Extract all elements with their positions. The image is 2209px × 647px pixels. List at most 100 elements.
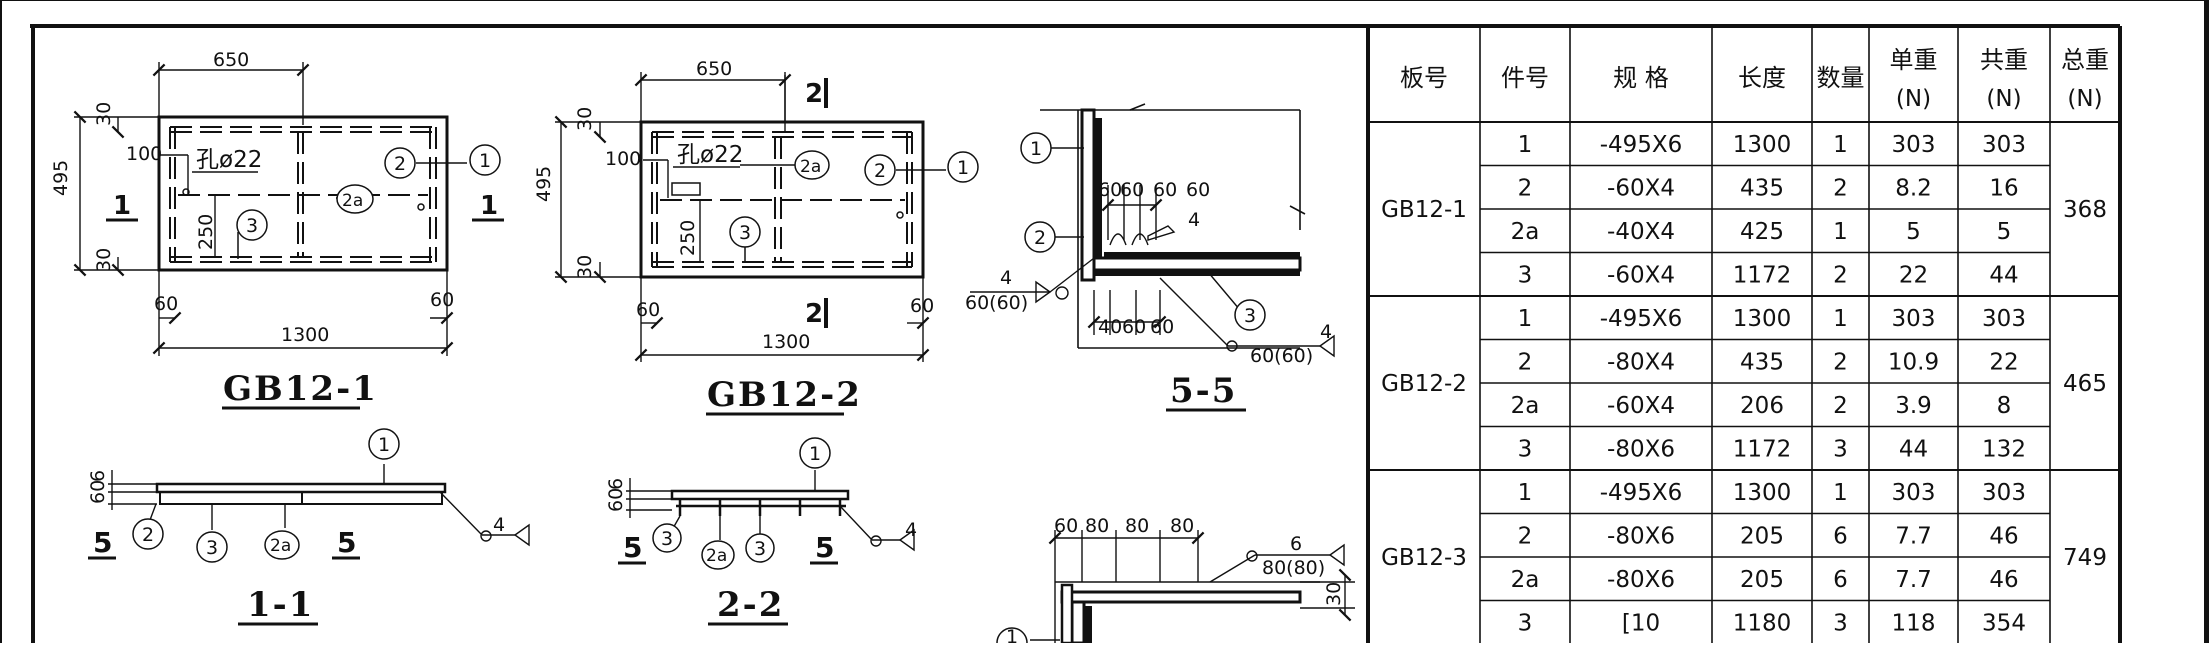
plan-gb12-2: 650 495 30 30 100 250 60 60 1300 孔ø22 2 … [533, 58, 979, 416]
table-header-unit: (N) [1896, 86, 1931, 112]
table-cell: 1 [1833, 132, 1848, 158]
table-cell: 22 [1899, 262, 1928, 288]
section-cut-bottom: 2 [805, 299, 823, 329]
callout-2: 2 [874, 160, 886, 182]
dim-60-f: 60 [1150, 316, 1174, 338]
view-title-5-5: 5-5 [1170, 371, 1237, 411]
table-cell: 425 [1740, 219, 1784, 245]
table-header: 长度 [1738, 64, 1786, 92]
callout-2a: 2a [800, 157, 821, 177]
table-total-weight: 368 [2063, 197, 2107, 223]
section-mark-left: 5 [623, 531, 642, 564]
table-cell: 6 [1833, 567, 1848, 593]
table-cell: 1 [1518, 306, 1533, 332]
table-cell: 3 [1833, 610, 1848, 636]
dim-495: 495 [50, 160, 72, 196]
table-cell: 2 [1833, 393, 1848, 419]
table-cell: [10 [1622, 610, 1660, 636]
table-cell: 1 [1833, 219, 1848, 245]
table-cell: -60X4 [1607, 393, 1675, 419]
table-cell: 1 [1833, 480, 1848, 506]
view-title-1-1: 1-1 [247, 585, 314, 625]
table-header: 规 格 [1613, 64, 1669, 92]
weld-size-top: 4 [1188, 209, 1200, 231]
dim-100: 100 [605, 148, 641, 170]
table-cell: 303 [1892, 132, 1936, 158]
table-cell: -495X6 [1600, 480, 1683, 506]
table-cell: 132 [1982, 436, 2026, 462]
dim-60-right: 60 [910, 295, 934, 317]
table-cell: 303 [1892, 306, 1936, 332]
section-mark-left: 1 [113, 191, 131, 221]
table-cell: 5 [1997, 219, 2012, 245]
table-cell: 5 [1906, 219, 1921, 245]
section-mark-right: 1 [480, 191, 498, 221]
table-cell: 3.9 [1895, 393, 1932, 419]
dim-650: 650 [213, 49, 249, 71]
table-cell: 2 [1518, 523, 1533, 549]
table-cell: 1172 [1733, 262, 1792, 288]
dim-60-right: 60 [430, 289, 454, 311]
detail-bottom: 1 60 80 80 80 30 6 80(80) [996, 515, 1355, 647]
dim-60: 60 [605, 488, 627, 512]
callout-3: 3 [739, 222, 751, 244]
table-total-weight: 465 [2063, 371, 2107, 397]
callout-2: 2 [142, 524, 154, 546]
dim-80-c: 80 [1170, 515, 1194, 537]
hole-note: 孔ø22 [677, 142, 743, 168]
table-cell: -495X6 [1600, 306, 1683, 332]
dim-80-a: 80 [1085, 515, 1109, 537]
table-cell: 1 [1518, 480, 1533, 506]
table-cell: 22 [1989, 349, 2018, 375]
dim-60: 60 [87, 480, 109, 504]
weld-size: 4 [493, 514, 505, 536]
table-cell: 1300 [1733, 132, 1792, 158]
weld-length: 80(80) [1262, 557, 1325, 579]
table-cell: 303 [1892, 480, 1936, 506]
dim-100: 100 [126, 143, 162, 165]
callout-1: 1 [1006, 626, 1018, 643]
table-cell: 6 [1833, 523, 1848, 549]
table-cell: 7.7 [1895, 523, 1932, 549]
table-cell: 8.2 [1895, 175, 1932, 201]
table-cell: 2 [1833, 349, 1848, 375]
table-cell: 354 [1982, 610, 2026, 636]
dim-40: 40 [1098, 316, 1122, 338]
table-cell: 2a [1511, 393, 1540, 419]
table-cell: 1 [1833, 306, 1848, 332]
view-title-gb12-2: GB12-2 [707, 375, 862, 415]
callout-1: 1 [479, 150, 491, 172]
table-cell: 3 [1518, 436, 1533, 462]
table-header: 板号 [1400, 64, 1448, 92]
table-cell: -495X6 [1600, 132, 1683, 158]
callout-1: 1 [378, 434, 390, 456]
section-cut-top: 2 [805, 79, 823, 109]
plate-outline [639, 120, 925, 279]
dim-60: 60 [1054, 515, 1078, 537]
table-cell: 303 [1982, 306, 2026, 332]
table-cell: 2 [1518, 175, 1533, 201]
dim-30-top: 30 [574, 107, 596, 131]
callout-2a: 2a [706, 546, 727, 566]
dim-1300: 1300 [762, 331, 810, 353]
callout-3-left: 3 [661, 528, 673, 550]
table-header: 共重 [1980, 46, 2028, 74]
table-cell: -80X4 [1607, 349, 1675, 375]
table-cell: 435 [1740, 175, 1784, 201]
view-title-2-2: 2-2 [717, 585, 784, 625]
table-cell: -60X4 [1607, 262, 1675, 288]
table-cell: 46 [1989, 567, 2018, 593]
table-cell: 44 [1899, 436, 1928, 462]
table-cell: 3 [1518, 262, 1533, 288]
dim-6: 6 [87, 470, 109, 482]
table-header: 单重 [1890, 46, 1938, 74]
callout-2: 2 [1034, 227, 1046, 249]
callout-1: 1 [809, 443, 821, 465]
table-cell: 2 [1833, 175, 1848, 201]
dim-30-bottom: 30 [93, 248, 115, 272]
table-board-id: GB12-1 [1381, 197, 1467, 223]
table-cell: 1172 [1733, 436, 1792, 462]
table-cell: 10.9 [1888, 349, 1939, 375]
